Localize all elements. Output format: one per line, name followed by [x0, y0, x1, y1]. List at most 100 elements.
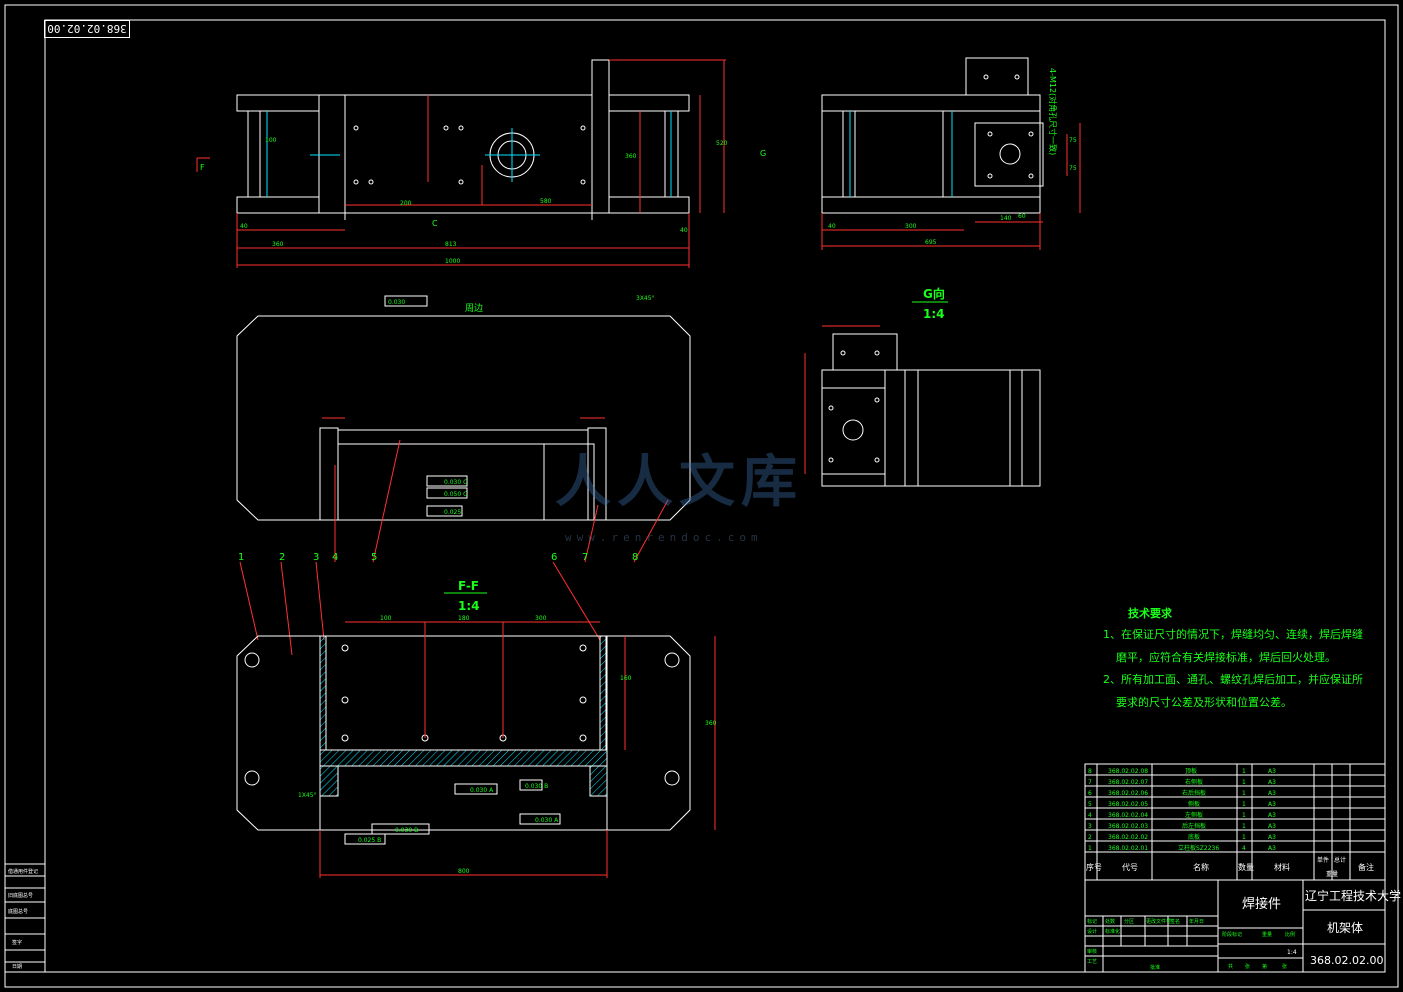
svg-text:右侧板: 右侧板: [1185, 778, 1203, 786]
svg-text:813: 813: [445, 241, 457, 248]
svg-text:G: G: [760, 149, 766, 158]
section-ff-scale: 1:4: [458, 599, 480, 613]
tech-req-line2b: 要求的尺寸公差及形状和位置公差。: [1116, 696, 1292, 709]
svg-text:单件: 单件: [1317, 856, 1329, 864]
svg-text:3: 3: [1088, 823, 1092, 830]
svg-text:材料: 材料: [1274, 862, 1290, 872]
svg-text:75: 75: [1069, 165, 1077, 172]
side-view-dim-text: 40 300 695 140 60 75 75: [828, 137, 1077, 246]
svg-text:A3: A3: [1268, 790, 1276, 797]
main-front-view: [236, 59, 690, 220]
svg-text:6: 6: [551, 552, 557, 563]
svg-text:机架体: 机架体: [1327, 921, 1363, 935]
watermark-url: www.renrendoc.com: [565, 531, 763, 544]
svg-text:焊接件: 焊接件: [1242, 896, 1281, 912]
svg-text:设计: 设计: [1087, 928, 1097, 935]
drawing-code-box: 368.02.02.00: [44, 20, 130, 38]
svg-text:批准: 批准: [1150, 964, 1160, 971]
svg-text:底图总号: 底图总号: [8, 908, 28, 915]
svg-text:368.02.02.03: 368.02.02.03: [1108, 823, 1148, 830]
tech-req-line1: 1、在保证尺寸的情况下，焊缝均匀、连续，焊后焊缝: [1103, 628, 1363, 641]
svg-text:4: 4: [1088, 812, 1092, 819]
g-view-dimensions: [804, 325, 880, 474]
svg-text:180: 180: [458, 615, 470, 622]
tech-req-title: 技术要求: [1128, 607, 1172, 620]
weld-plan-view: [236, 315, 691, 521]
svg-text:1: 1: [1242, 812, 1246, 819]
svg-text:300: 300: [535, 615, 547, 622]
svg-text:0.030 C: 0.030 C: [444, 479, 467, 486]
svg-text:共: 共: [1228, 963, 1233, 970]
svg-text:100: 100: [380, 615, 392, 622]
svg-text:0.025 B: 0.025 B: [358, 837, 381, 844]
svg-text:更改文件号: 更改文件号: [1146, 918, 1171, 925]
svg-text:签字: 签字: [12, 939, 22, 946]
svg-text:1:4: 1:4: [1287, 949, 1297, 956]
svg-text:备注: 备注: [1358, 862, 1374, 872]
title-block-text: 焊接件 辽宁工程技术大学 机架体 368.02.02.00 1:4: [1242, 888, 1401, 967]
svg-text:1: 1: [1242, 790, 1246, 797]
svg-text:1: 1: [1242, 768, 1246, 775]
svg-text:名称: 名称: [1193, 862, 1209, 872]
svg-text:300: 300: [905, 223, 917, 230]
svg-text:年月日: 年月日: [1189, 918, 1204, 925]
svg-text:辽宁工程技术大学: 辽宁工程技术大学: [1305, 888, 1401, 903]
watermark-logo-text: 人人文库: [555, 449, 803, 515]
svg-text:比例: 比例: [1285, 931, 1295, 938]
svg-text:3X45°: 3X45°: [636, 295, 655, 302]
svg-text:7: 7: [1088, 779, 1092, 786]
svg-text:4: 4: [332, 552, 338, 563]
svg-text:审核: 审核: [1087, 948, 1097, 955]
tech-req-line1b: 磨平，应符合有关焊接标准，焊后回火处理。: [1116, 651, 1336, 664]
svg-text:底板: 底板: [1188, 833, 1200, 841]
svg-text:8: 8: [632, 552, 638, 563]
section-ff-dimensions: [319, 621, 716, 878]
svg-text:张: 张: [1245, 963, 1250, 970]
svg-text:0.030 B: 0.030 B: [525, 783, 548, 790]
svg-text:368.02.02.00: 368.02.02.00: [1310, 954, 1383, 967]
svg-text:右后挡板: 右后挡板: [1182, 789, 1206, 797]
title-block-labels: 标记 处数 分区 更改文件号 签名 年月日 设计 标准化 阶段标记 重量 比例 …: [1087, 918, 1295, 971]
svg-text:立柱板SZ2236: 立柱板SZ2236: [1178, 844, 1219, 852]
svg-text:日期: 日期: [12, 964, 22, 970]
svg-text:200: 200: [400, 200, 412, 207]
title-block: [1084, 879, 1386, 973]
svg-text:A3: A3: [1268, 812, 1276, 819]
svg-text:1: 1: [1242, 801, 1246, 808]
inner-border: [44, 19, 1386, 973]
svg-text:处数: 处数: [1105, 918, 1115, 925]
svg-text:顶板: 顶板: [1185, 767, 1197, 775]
svg-text:5: 5: [371, 552, 377, 563]
g-view: [821, 333, 1041, 487]
svg-text:A3: A3: [1268, 801, 1276, 808]
svg-text:分区: 分区: [1124, 918, 1134, 925]
svg-text:张: 张: [1282, 963, 1287, 970]
g-view-scale: 1:4: [923, 307, 945, 321]
svg-text:A3: A3: [1268, 768, 1276, 775]
svg-text:360: 360: [625, 153, 637, 160]
svg-text:100: 100: [265, 137, 277, 144]
svg-text:5: 5: [1088, 801, 1092, 808]
svg-text:40: 40: [240, 223, 248, 230]
svg-text:重量: 重量: [1326, 870, 1338, 878]
svg-text:数量: 数量: [1238, 862, 1254, 872]
svg-text:A3: A3: [1268, 845, 1276, 852]
svg-text:520: 520: [716, 140, 728, 147]
svg-text:2: 2: [1088, 834, 1092, 841]
main-view-centerlines: [266, 111, 672, 197]
svg-text:后左挡板: 后左挡板: [1182, 822, 1206, 830]
svg-text:8: 8: [1088, 768, 1092, 775]
section-ff-tolerance-frames: [344, 779, 561, 845]
svg-text:360: 360: [272, 241, 284, 248]
svg-text:总计: 总计: [1334, 856, 1346, 864]
svg-text:左侧板: 左侧板: [1185, 811, 1203, 819]
svg-text:60: 60: [1018, 213, 1026, 220]
svg-text:1X45°: 1X45°: [298, 792, 317, 799]
svg-text:重量: 重量: [1262, 931, 1272, 938]
svg-text:1: 1: [1242, 779, 1246, 786]
side-view-annotation: 4-M12(对角孔尺寸一致): [1048, 68, 1058, 155]
side-view-centerlines: [849, 111, 953, 197]
svg-text:工艺: 工艺: [1087, 959, 1097, 965]
svg-text:160: 160: [620, 675, 632, 682]
